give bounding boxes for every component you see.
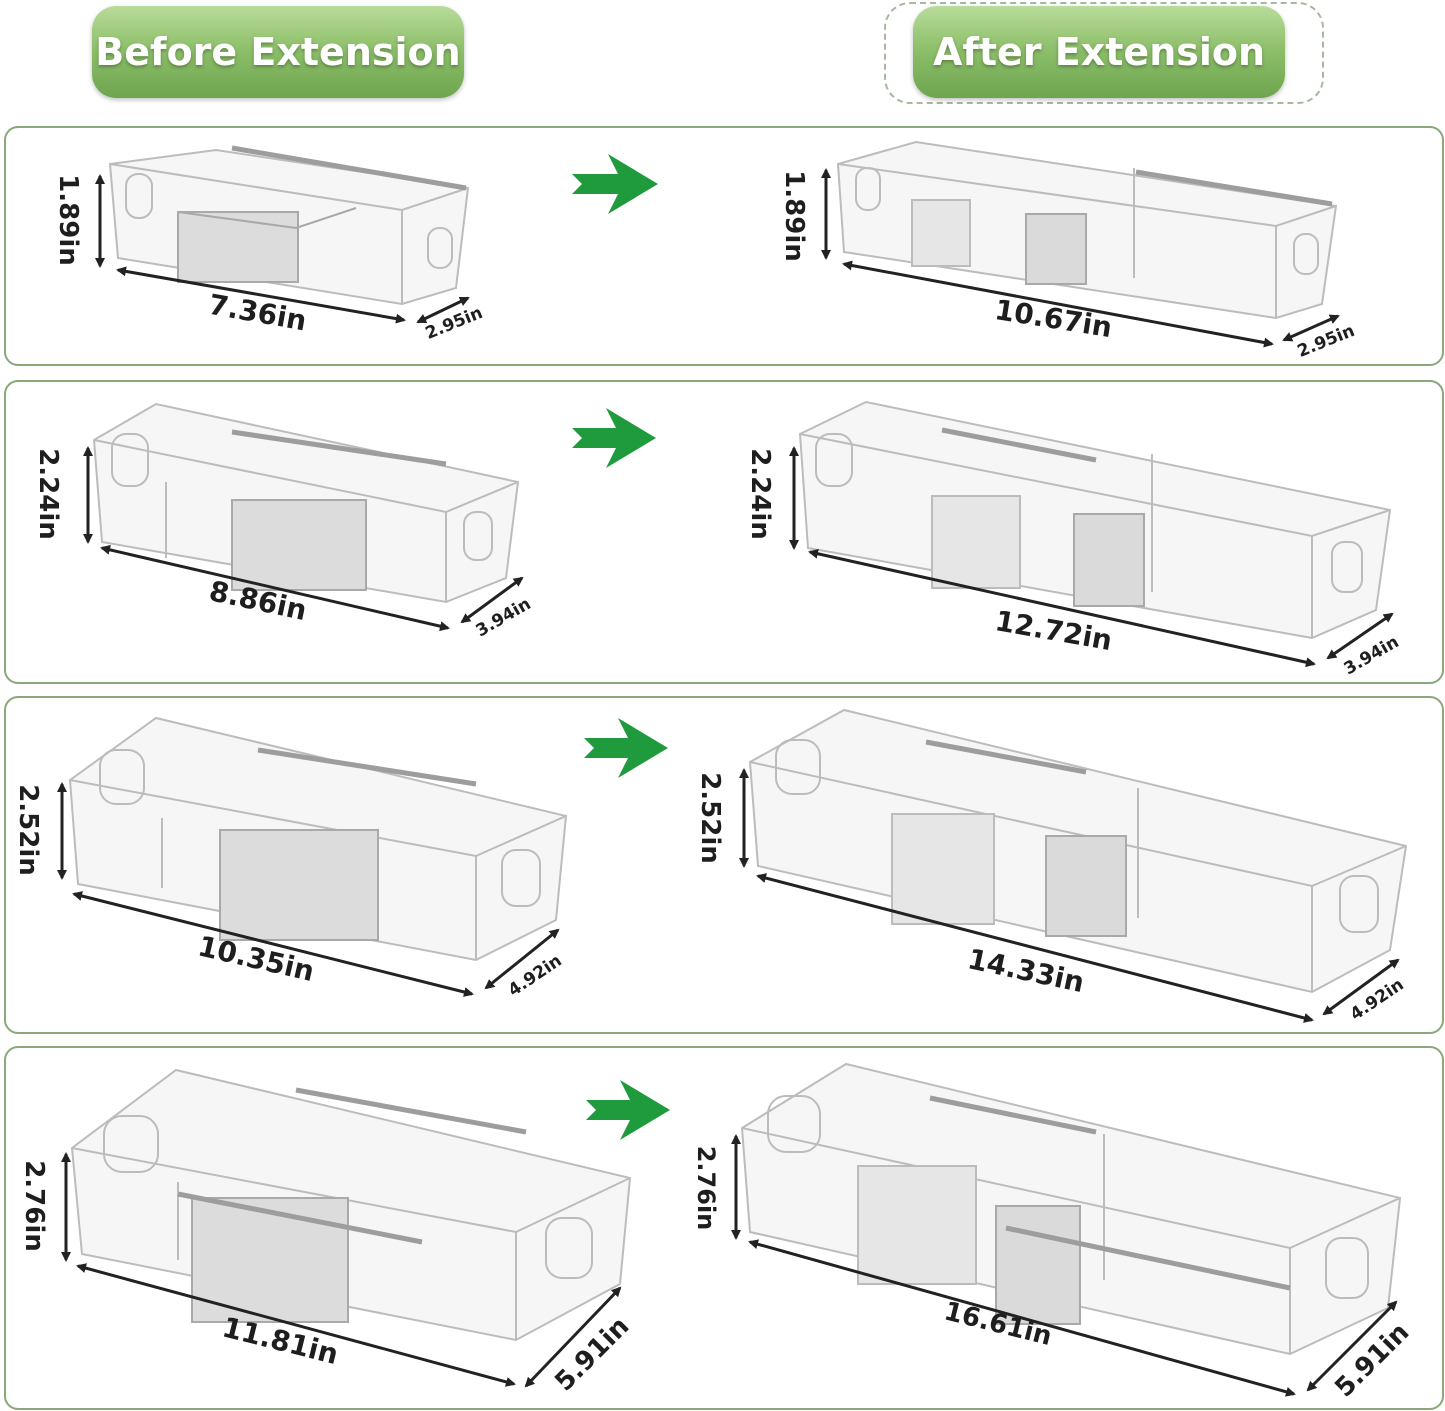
size-row-2: 2.24in 8.86in 3.94in 2.24in 12.72in 3.94… [4, 380, 1444, 684]
dim-height-after-3: 2.52in [695, 772, 725, 864]
dim-length-after-3: 14.33in [965, 942, 1087, 999]
dim-height-after-1: 1.89in [779, 170, 809, 262]
dim-width-before-4: 5.91in [549, 1311, 635, 1397]
before-extension-header: Before Extension [92, 6, 464, 98]
organizer-before-1 [108, 145, 470, 306]
dim-length-before-1: 7.36in [206, 288, 309, 338]
organizer-after-1 [836, 140, 1338, 320]
organizer-before-4 [70, 1068, 632, 1342]
dim-width-before-2: 3.94in [473, 594, 535, 641]
organizer-after-3 [748, 708, 1408, 994]
dim-length-after-1: 10.67in [993, 293, 1115, 344]
dim-height-after-4: 2.76in [692, 1146, 720, 1231]
dim-width-after-1: 2.95in [1295, 321, 1358, 362]
extend-arrow-icon [586, 1080, 670, 1140]
organizer-before-2 [92, 402, 520, 604]
dim-width-after-2: 3.94in [1341, 632, 1403, 679]
dim-width-before-1: 2.95in [423, 303, 486, 344]
extend-arrow-icon [572, 408, 656, 468]
after-extension-header-frame [884, 2, 1324, 104]
after-extension-header: After Extension [913, 6, 1285, 98]
extend-arrow-icon [584, 718, 668, 778]
organizer-after-4 [740, 1062, 1402, 1356]
dim-height-before-3: 2.52in [13, 784, 43, 876]
dim-height-before-1: 1.89in [53, 174, 83, 266]
dim-height-before-2: 2.24in [33, 448, 63, 540]
dim-height-before-4: 2.76in [19, 1160, 49, 1252]
dim-width-before-3: 4.92in [505, 951, 566, 1001]
dim-height-after-2: 2.24in [745, 448, 775, 540]
size-row-1: 1.89in 7.36in 2.95in 1.89in 10.67in 2.95… [4, 126, 1444, 366]
size-row-4: 2.76in 11.81in 5.91in 2.76in 16.61in 5.9… [4, 1046, 1444, 1410]
dim-length-after-2: 12.72in [993, 604, 1115, 657]
organizer-after-2 [798, 400, 1392, 640]
dim-width-after-3: 4.92in [1347, 975, 1408, 1025]
size-row-3: 2.52in 10.35in 4.92in 2.52in 14.33in 4.9… [4, 696, 1444, 1034]
extend-arrow-icon [572, 154, 658, 214]
organizer-before-3 [68, 716, 568, 962]
